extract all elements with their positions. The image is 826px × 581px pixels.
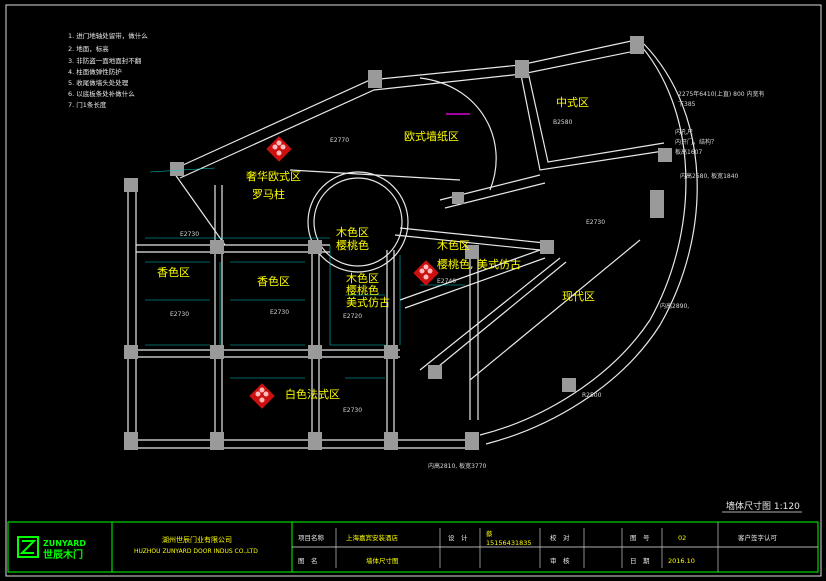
drawing-border [5,4,822,577]
dim-text: 下385 [678,101,696,108]
dim-text: 板高1607 [675,148,702,156]
dim-text: B2580 [553,119,573,126]
scale-label: 墙体尺寸图 1:120 [726,500,800,512]
note-line: 2. 地面，标高 [68,44,109,53]
zone-label: 罗马柱 [252,187,285,201]
zone-label: 木色区 [437,238,470,252]
dim-text: 内开门，结构？ [675,138,717,146]
zone-label: 现代区 [562,290,595,303]
dimension-lines [145,167,465,379]
dim-text: E2730 [343,407,362,414]
columns [124,36,672,450]
zone-label: 香色区 [157,265,190,279]
zone-label: 木色区 [336,225,369,239]
round-pavilion [307,171,409,273]
marker-icon [249,383,275,409]
note-line: 6. 以底板条处补做什么 [68,89,135,98]
zone-label: 樱桃色, 美式仿古 [437,257,521,271]
review-label: 审 核 [550,556,570,565]
design-value: 蔡 [486,529,493,538]
client-sign: 客户签字认可 [738,533,778,542]
dim-text: E2730 [586,219,605,226]
walls [127,39,698,450]
drawing-no-value: 02 [678,534,686,542]
dim-text: 内高2890, [660,302,689,310]
dim-text: 2275年6410(上直) 800 内宽有 [678,90,765,98]
drawing-name-label: 图 名 [298,556,318,565]
dim-text: E2730 [180,231,199,238]
design-label: 设 计 [448,533,468,542]
zone-label: 欧式墙纸区 [404,129,459,143]
logo-cn: 世辰木门 [43,548,83,561]
dim-text: E2730 [270,309,289,316]
drawing-name-value: 墙体尺寸图 [366,556,399,565]
dim-text: 内高2810, 板宽3770 [428,462,487,470]
zone-label: 香色区 [257,274,290,288]
company-logo: ZUNYARD 世辰木门 [17,536,86,561]
dim-text: E2740 [437,278,456,285]
zone-label: 樱桃色 [336,238,369,252]
marker-icon [413,260,439,286]
logo-text: ZUNYARD [43,539,86,548]
company-name-en: HUZHOU ZUNYARD DOOR INDUS CO.,LTD [134,548,258,555]
dim-text: 内孔尺 [675,128,693,136]
notes-block: 1. 进门地轴处留带，做什么 2. 地面，标高 3. 非防盗一面地面封不翻 4.… [68,31,148,109]
dimension-notes: 2275年6410(上直) 800 内宽有 下385 B2580 内孔尺 内开门… [170,90,765,470]
dim-text: E2720 [343,313,362,320]
phone-value: 15156431835 [486,539,532,547]
check-label: 校 对 [550,533,570,542]
dim-text: E2770 [330,137,349,144]
zone-labels: 欧式墙纸区 中式区 奢华欧式区 罗马柱 木色区 樱桃色 木色区 樱桃色, 美式仿… [157,96,595,401]
note-line: 7. 门1条长度 [68,100,107,109]
zone-label: 中式区 [556,96,589,109]
zone-label: 木色区 [346,271,379,285]
note-line: 3. 非防盗一面地面封不翻 [68,56,142,65]
note-line: 4. 柱面做弹性防护 [68,67,122,76]
project-name-label: 项目名称 [298,533,325,542]
project-name-value: 上海嘉宾安装酒店 [346,533,399,542]
dim-text: E2730 [170,311,189,318]
zone-label: 白色法式区 [285,387,340,401]
date-value: 2016.10 [668,557,695,565]
zone-label: 樱桃色 [346,283,379,297]
marker-icon [266,136,292,162]
company-name-cn: 湖州世辰门业有限公司 [162,535,232,544]
wallpaper-arc [419,77,497,191]
title-block: ZUNYARD 世辰木门 湖州世辰门业有限公司 HUZHOU ZUNYARD D… [7,521,819,573]
date-label: 日 期 [630,557,650,565]
note-line: 5. 收尾做墙头处处理 [68,78,129,87]
zone-label: 美式仿古 [346,296,390,309]
drawing-no-label: 图 号 [630,534,650,542]
dim-text: R2500 [582,392,602,399]
zone-label: 奢华欧式区 [246,169,301,183]
note-line: 1. 进门地轴处留带，做什么 [68,31,148,40]
dim-text: 内高2580, 板宽1840 [680,172,739,180]
